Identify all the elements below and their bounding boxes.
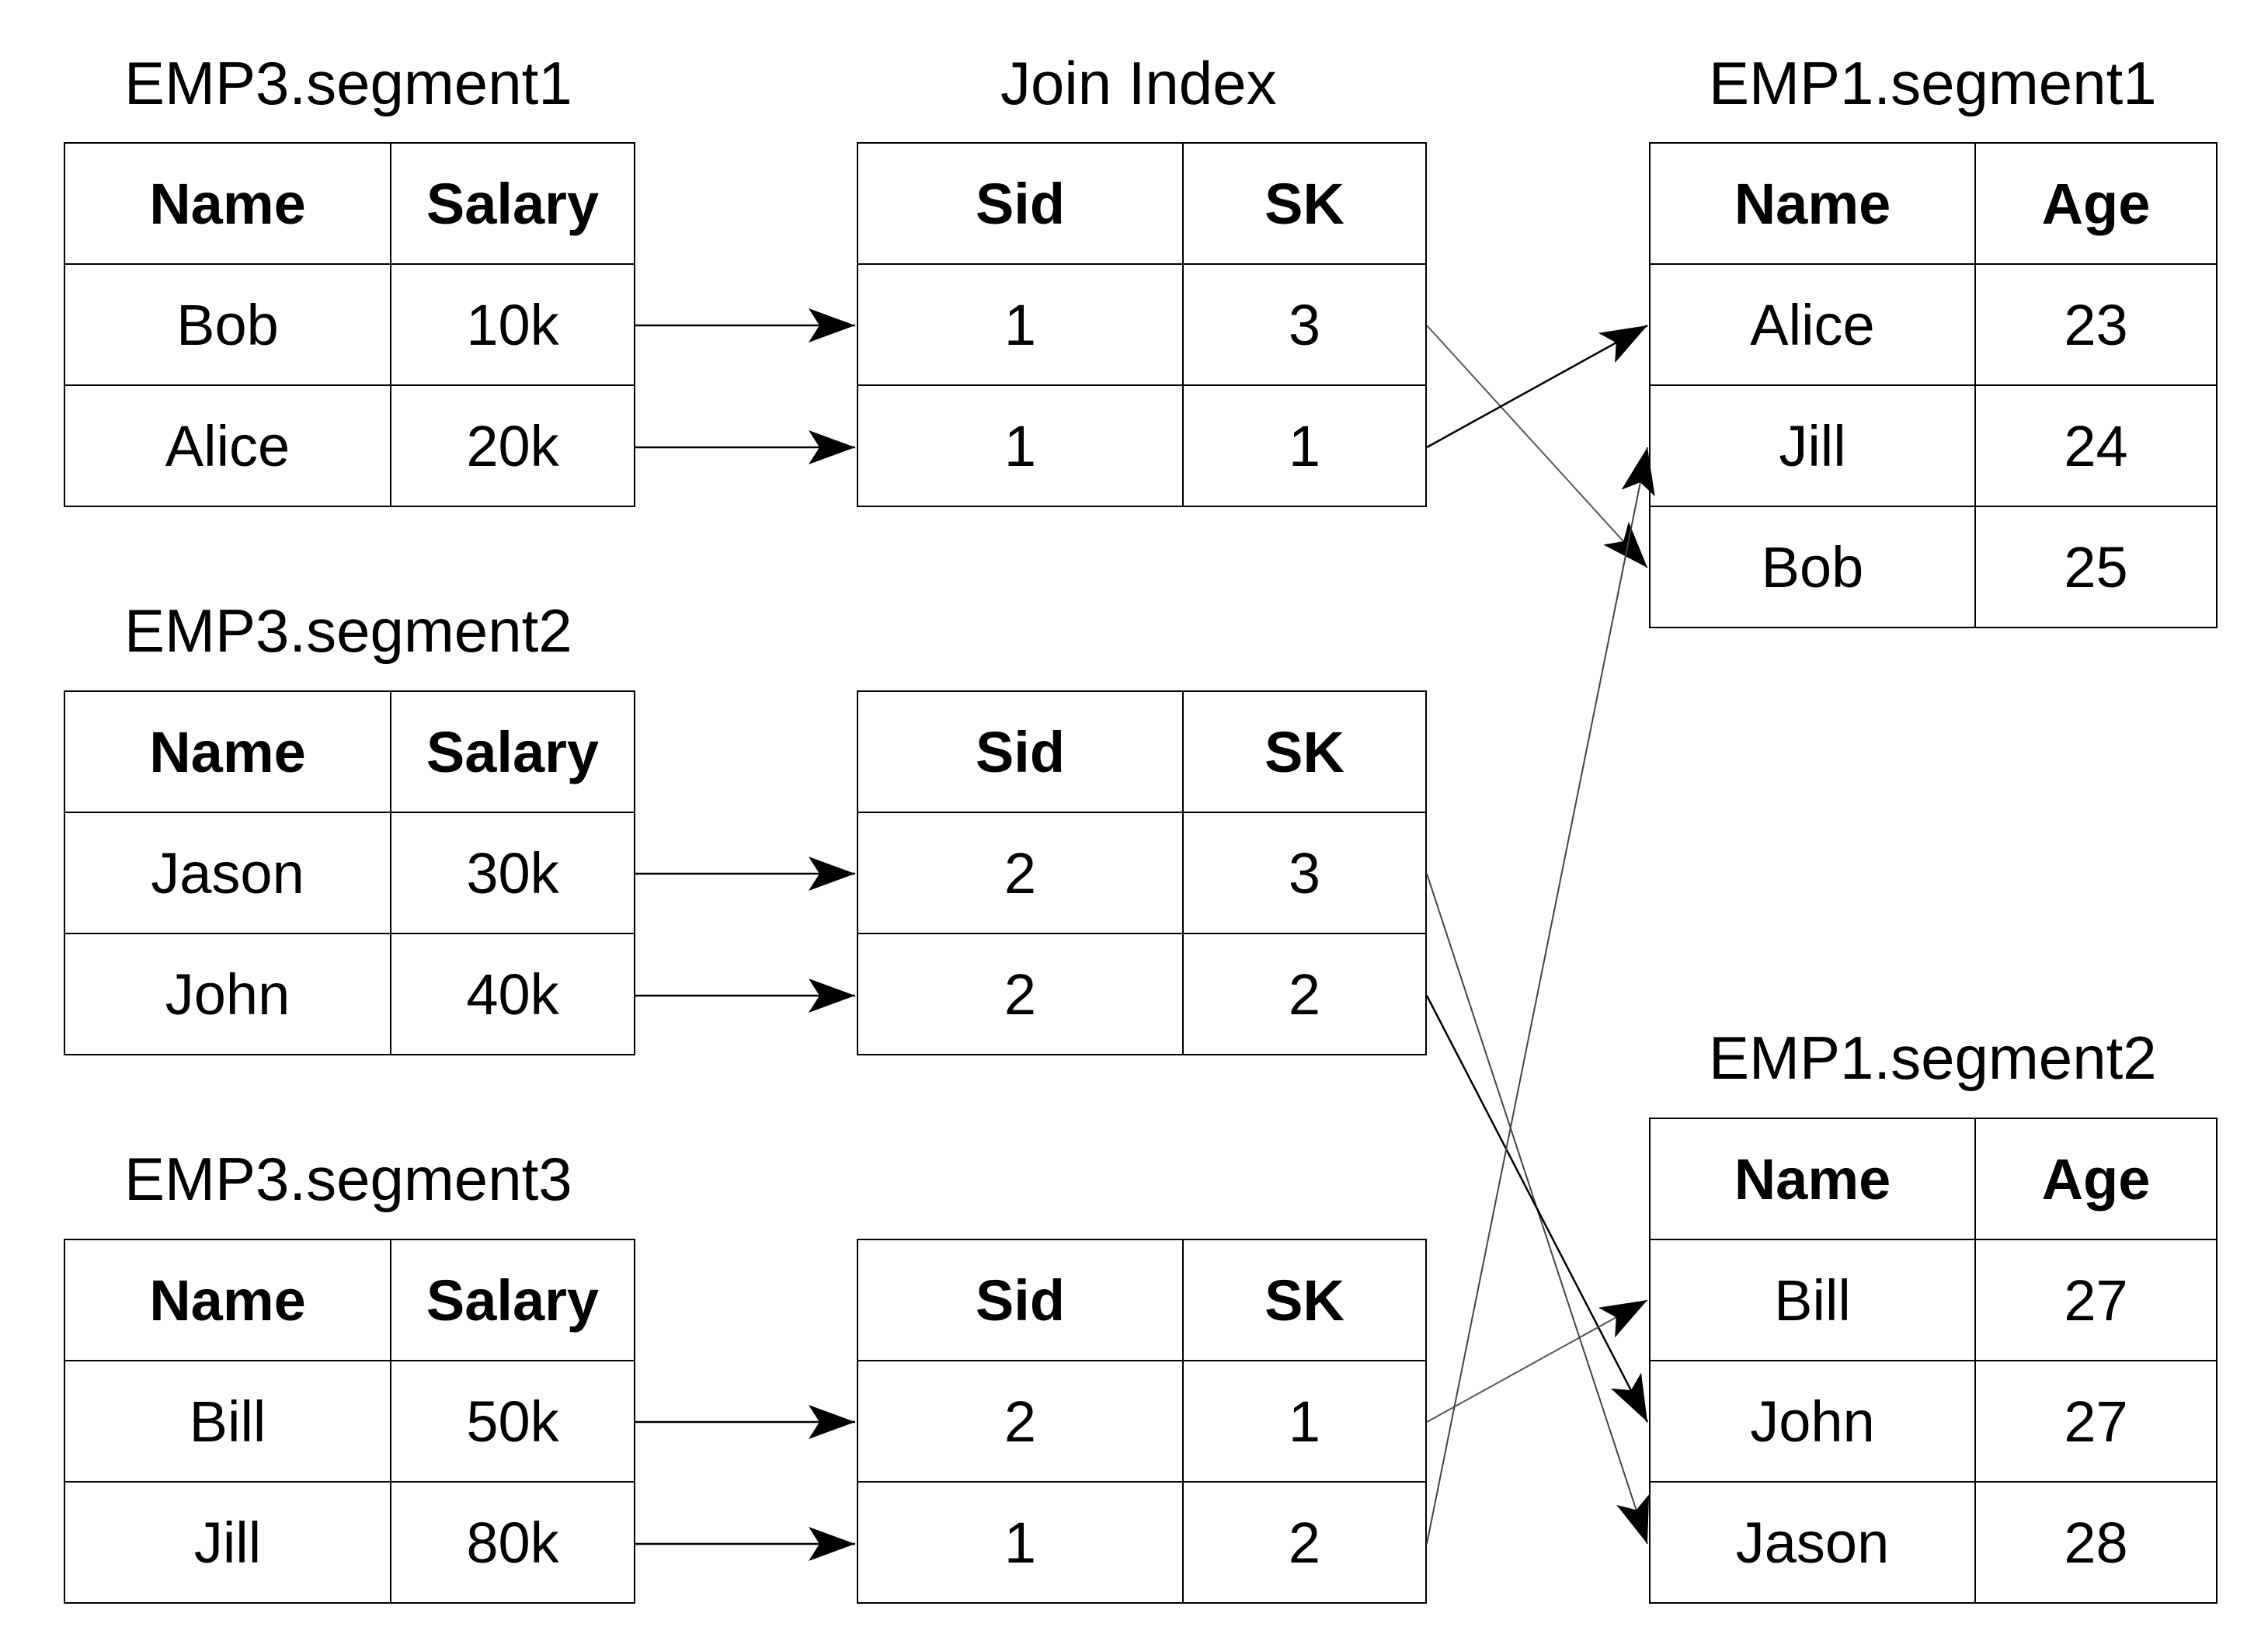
column-header: SK xyxy=(1182,690,1427,813)
table-header-row: Name Salary xyxy=(64,1239,635,1361)
emp1-segment1-title: EMP1.segment1 xyxy=(1709,49,2157,117)
emp3-segment2-table: Name Salary Jason 30k John 40k xyxy=(64,690,635,1055)
table-header-row: Name Age xyxy=(1649,142,2218,265)
table-row: 2 3 xyxy=(857,812,1427,934)
sk-cell: 3 xyxy=(1182,263,1427,386)
table-header-row: Sid SK xyxy=(857,1239,1427,1361)
join-index-table-2: Sid SK 2 3 2 2 xyxy=(857,690,1427,1055)
age-cell: 23 xyxy=(1974,263,2218,386)
column-header: Name xyxy=(64,142,391,265)
salary-cell: 50k xyxy=(390,1360,635,1483)
age-cell: 24 xyxy=(1974,384,2218,507)
arrow-join-1-to-bob xyxy=(1426,325,1648,568)
join-index-table-1: Sid SK 1 3 1 1 xyxy=(857,142,1427,507)
name-cell: Bob xyxy=(64,263,391,386)
column-header: Name xyxy=(64,1239,391,1361)
sid-cell: 2 xyxy=(857,933,1184,1055)
sid-cell: 1 xyxy=(857,263,1184,386)
arrow-join-5-to-bill xyxy=(1426,1299,1648,1423)
join-index-table-3: Sid SK 2 1 1 2 xyxy=(857,1239,1427,1604)
table-row: Bill 27 xyxy=(1649,1239,2218,1361)
table-row: John 27 xyxy=(1649,1360,2218,1483)
table-row: John 40k xyxy=(64,933,635,1055)
sk-cell: 1 xyxy=(1182,1360,1427,1483)
age-cell: 28 xyxy=(1974,1481,2218,1604)
column-header: Sid xyxy=(857,690,1184,813)
sid-cell: 1 xyxy=(857,1481,1184,1604)
emp3-segment3-title: EMP3.segment3 xyxy=(124,1145,572,1213)
column-header: Name xyxy=(1649,142,1976,265)
column-header: SK xyxy=(1182,142,1427,265)
name-cell: Alice xyxy=(64,384,391,507)
sk-cell: 1 xyxy=(1182,384,1427,507)
table-row: Alice 20k xyxy=(64,384,635,507)
table-row: Bob 25 xyxy=(1649,506,2218,628)
salary-cell: 10k xyxy=(390,263,635,386)
name-cell: Bill xyxy=(64,1360,391,1483)
salary-cell: 30k xyxy=(390,812,635,934)
table-row: 1 3 xyxy=(857,263,1427,386)
arrow-join-6-to-jill xyxy=(1426,447,1655,1545)
arrow-join-3-to-jason xyxy=(1426,873,1650,1545)
age-cell: 27 xyxy=(1974,1360,2218,1483)
emp1-segment1-table: Name Age Alice 23 Jill 24 Bob 25 xyxy=(1649,142,2218,628)
name-cell: Jill xyxy=(64,1481,391,1604)
emp3-segment3-table: Name Salary Bill 50k Jill 80k xyxy=(64,1239,635,1604)
table-header-row: Sid SK xyxy=(857,142,1427,265)
column-header: Name xyxy=(64,690,391,813)
emp1-segment2-table: Name Age Bill 27 John 27 Jason 28 xyxy=(1649,1118,2218,1604)
table-header-row: Name Age xyxy=(1649,1118,2218,1240)
age-cell: 25 xyxy=(1974,506,2218,628)
salary-cell: 40k xyxy=(390,933,635,1055)
column-header: Sid xyxy=(857,1239,1184,1361)
column-header: Salary xyxy=(390,690,635,813)
column-header: Salary xyxy=(390,142,635,265)
column-header: Name xyxy=(1649,1118,1976,1240)
sk-cell: 2 xyxy=(1182,1481,1427,1604)
name-cell: Jill xyxy=(1649,384,1976,507)
table-row: 2 2 xyxy=(857,933,1427,1055)
table-row: 2 1 xyxy=(857,1360,1427,1483)
table-row: Jason 30k xyxy=(64,812,635,934)
arrow-join-4-to-john xyxy=(1425,995,1649,1423)
table-header-row: Name Salary xyxy=(64,690,635,813)
table-header-row: Sid SK xyxy=(857,690,1427,813)
emp3-segment1-title: EMP3.segment1 xyxy=(124,49,572,117)
sid-cell: 2 xyxy=(857,812,1184,934)
name-cell: John xyxy=(64,933,391,1055)
name-cell: Bob xyxy=(1649,506,1976,628)
table-row: Jill 80k xyxy=(64,1481,635,1604)
name-cell: Alice xyxy=(1649,263,1976,386)
sk-cell: 3 xyxy=(1182,812,1427,934)
table-row: Bill 50k xyxy=(64,1360,635,1483)
table-row: Jason 28 xyxy=(1649,1481,2218,1604)
name-cell: Bill xyxy=(1649,1239,1976,1361)
sk-cell: 2 xyxy=(1182,933,1427,1055)
arrow-join-2-to-alice xyxy=(1426,324,1648,449)
table-row: Jill 24 xyxy=(1649,384,2218,507)
join-index-title: Join Index xyxy=(1000,49,1277,117)
column-header: Salary xyxy=(390,1239,635,1361)
salary-cell: 20k xyxy=(390,384,635,507)
table-row: Alice 23 xyxy=(1649,263,2218,386)
column-header: Sid xyxy=(857,142,1184,265)
sid-cell: 2 xyxy=(857,1360,1184,1483)
name-cell: John xyxy=(1649,1360,1976,1483)
name-cell: Jason xyxy=(1649,1481,1976,1604)
table-row: 1 2 xyxy=(857,1481,1427,1604)
column-header: Age xyxy=(1974,1118,2218,1240)
table-row: Bob 10k xyxy=(64,263,635,386)
column-header: SK xyxy=(1182,1239,1427,1361)
emp1-segment2-title: EMP1.segment2 xyxy=(1709,1024,2157,1092)
table-header-row: Name Salary xyxy=(64,142,635,265)
sid-cell: 1 xyxy=(857,384,1184,507)
age-cell: 27 xyxy=(1974,1239,2218,1361)
salary-cell: 80k xyxy=(390,1481,635,1604)
table-row: 1 1 xyxy=(857,384,1427,507)
name-cell: Jason xyxy=(64,812,391,934)
emp3-segment1-table: Name Salary Bob 10k Alice 20k xyxy=(64,142,635,507)
emp3-segment2-title: EMP3.segment2 xyxy=(124,596,572,665)
column-header: Age xyxy=(1974,142,2218,265)
